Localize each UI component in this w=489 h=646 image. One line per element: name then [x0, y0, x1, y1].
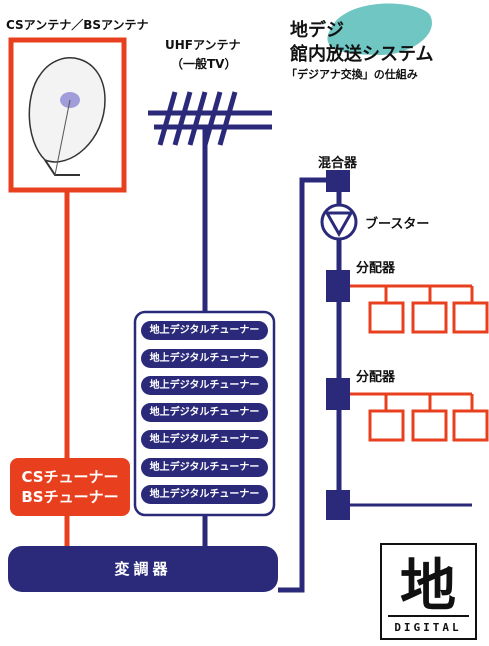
tv-group-2 [368, 409, 489, 442]
splitter-2-label: 分配器 [356, 370, 396, 385]
title-line-2: 館内放送システム [290, 44, 434, 65]
cs-bs-antenna-label: CSアンテナ／BSアンテナ [6, 18, 149, 32]
tv-group-1 [368, 301, 489, 334]
terminal-box [326, 490, 350, 520]
modulator: 変調器 [8, 546, 278, 592]
chidigi-logo: 地 DIGITAL [380, 543, 477, 640]
svg-text:地: 地 [400, 553, 456, 619]
title-line-3: 「デジアナ交換」の仕組み [286, 68, 418, 81]
title-highlight-blob [327, 3, 432, 55]
tv-icon [368, 301, 405, 334]
mixer-box [326, 170, 350, 192]
splitter-1-branches [350, 284, 474, 302]
digital-tuner: 地上デジタルチューナー [141, 485, 268, 504]
uhf-antenna-label: UHFアンテナ [165, 38, 241, 52]
booster-icon [320, 203, 358, 241]
cs-tuner-label: CSチューナー [21, 468, 119, 486]
mixer-label: 混合器 [318, 156, 358, 171]
cs-bs-tuner: CSチューナー BSチューナー [10, 458, 130, 516]
title-line-1: 地デジ [290, 20, 344, 41]
digital-tuner: 地上デジタルチューナー [141, 403, 268, 422]
tv-icon [411, 301, 448, 334]
digital-tuner: 地上デジタルチューナー [141, 458, 268, 477]
bs-tuner-label: BSチューナー [21, 488, 119, 506]
tv-icon [452, 301, 489, 334]
modulator-to-mixer-cable [278, 177, 330, 593]
digital-tuner: 地上デジタルチューナー [141, 349, 268, 368]
digital-tuner: 地上デジタルチューナー [141, 376, 268, 395]
tv-icon [452, 409, 489, 442]
tv-icon [411, 409, 448, 442]
digital-tuner: 地上デジタルチューナー [141, 321, 268, 340]
splitter-box-2 [326, 378, 350, 410]
uhf-antenna-sublabel: （一般TV） [171, 57, 237, 71]
chidigi-logo-mark: 地 DIGITAL [388, 551, 469, 634]
tv-icon [368, 409, 405, 442]
splitter-box-1 [326, 270, 350, 302]
digital-tuner: 地上デジタルチューナー [141, 430, 268, 449]
splitter-2-branches [350, 392, 474, 410]
uhf-antenna-icon [148, 91, 272, 146]
splitter-1-label: 分配器 [356, 261, 396, 276]
booster-label: ブースター [365, 217, 430, 232]
svg-text:DIGITAL: DIGITAL [394, 621, 461, 634]
satellite-dish-icon [28, 57, 106, 176]
